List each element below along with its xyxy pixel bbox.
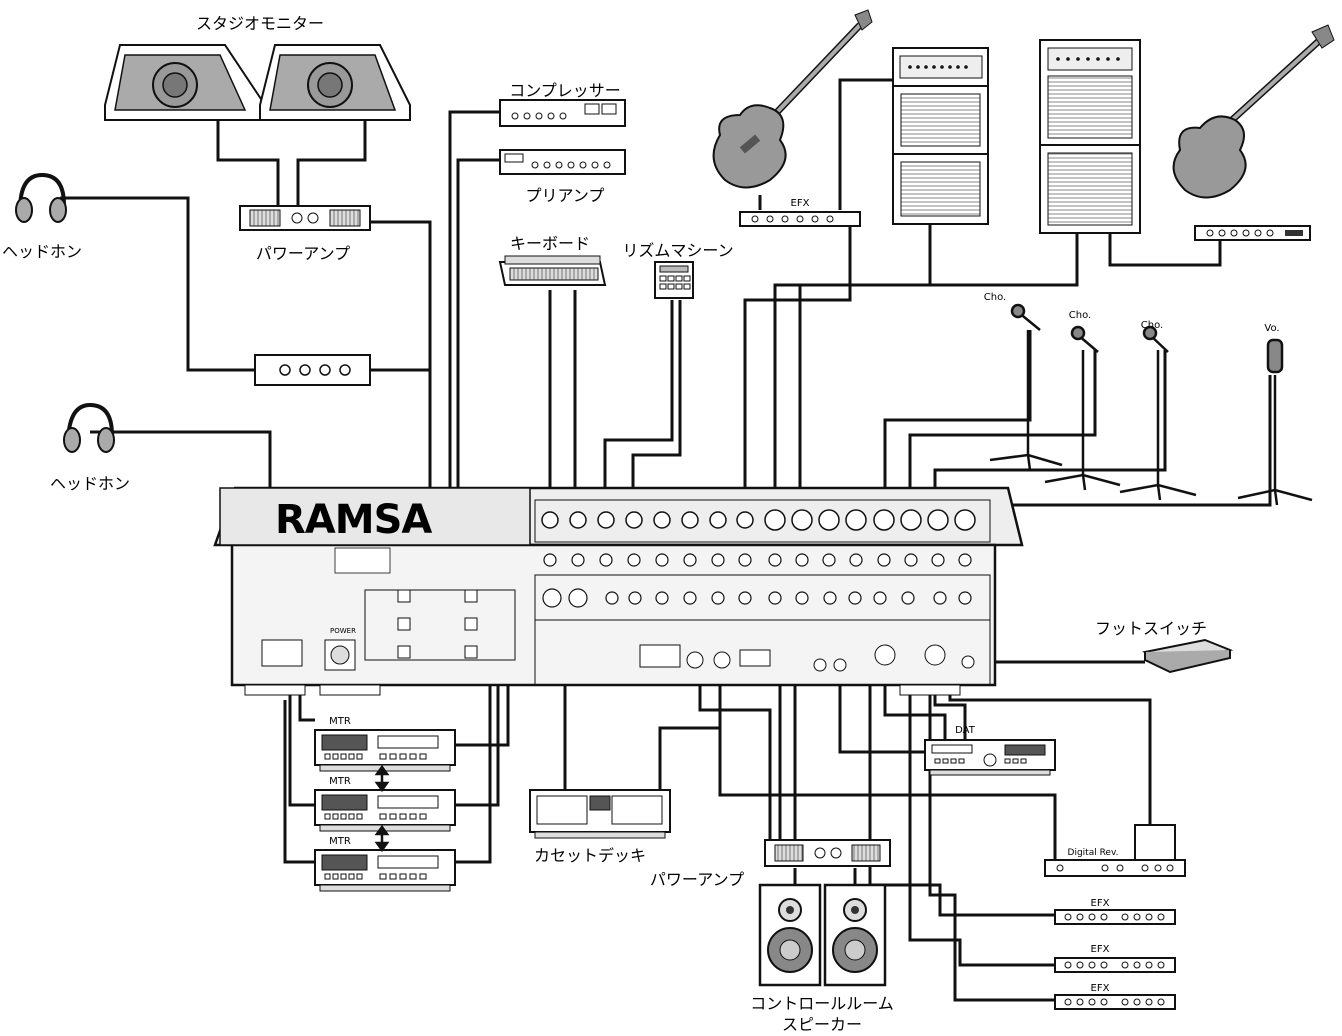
efx-unit-2	[1055, 958, 1175, 972]
efx-pedal-guitar	[740, 212, 860, 226]
headphone-label-2: ヘッドホン	[50, 470, 130, 494]
bass-efx	[1195, 226, 1310, 240]
guitar-amp-icon	[893, 48, 988, 224]
bass-amp	[1040, 40, 1140, 233]
electric-guitar-icon	[714, 10, 872, 188]
cho-label-3: Cho.	[1141, 320, 1163, 331]
microphone-icon	[1120, 327, 1196, 500]
rhythm-machine-label: リズムマシーン	[622, 237, 733, 261]
power-amp-1-label: パワーアンプ	[256, 240, 350, 264]
bass-guitar-icon	[1174, 25, 1334, 198]
efx-unit-1	[1055, 910, 1175, 924]
efx-label-1: EFX	[1091, 898, 1110, 909]
mtr-2	[315, 790, 455, 831]
microphone-icon	[990, 305, 1062, 470]
mtr-label-3: MTR	[329, 836, 351, 847]
speaker-cabinet-icon	[825, 885, 885, 985]
headphone-icon	[64, 405, 114, 452]
dat-recorder	[925, 740, 1055, 775]
efx-label-3: EFX	[1091, 983, 1110, 994]
efx-unit-3	[1055, 995, 1175, 1009]
mtr-label-1: MTR	[329, 716, 351, 727]
speaker-cabinet-icon	[760, 885, 820, 985]
footswitch-label: フットスイッチ	[1095, 615, 1207, 639]
control-room-speaker-label-2: スピーカー	[782, 1011, 862, 1035]
headphone-label-1: ヘッドホン	[2, 238, 82, 262]
power-amp-2-label: パワーアンプ	[650, 866, 744, 890]
cho-label-1: Cho.	[984, 292, 1006, 303]
power-amp-2	[765, 840, 890, 866]
cassette-deck	[530, 790, 670, 838]
studio-monitor-left	[105, 45, 265, 120]
efx-label-2: EFX	[1091, 944, 1110, 955]
microphone-icon	[1238, 340, 1312, 505]
headphone-icon	[16, 175, 66, 222]
compressor-label: コンプレッサー	[509, 77, 621, 101]
mixer-power-label: POWER	[330, 627, 356, 635]
studio-monitor-label: スタジオモニター	[196, 10, 324, 34]
vo-label: Vo.	[1264, 323, 1279, 334]
mixer-brand-logo: RAMSA	[275, 498, 431, 542]
footswitch-icon	[1145, 640, 1230, 672]
mtr-1	[315, 730, 455, 771]
rhythm-machine	[655, 262, 693, 298]
dat-label: DAT	[955, 725, 975, 736]
preamp-label: プリアンプ	[526, 182, 605, 206]
keyboard-label: キーボード	[510, 230, 590, 254]
cassette-deck-label: カセットデッキ	[534, 842, 646, 866]
compressor	[500, 100, 625, 126]
cho-label-2: Cho.	[1069, 310, 1091, 321]
mtr-label-2: MTR	[329, 776, 351, 787]
microphone-icon	[1045, 327, 1120, 490]
keyboard	[500, 256, 605, 285]
mtr-3	[315, 850, 455, 891]
preamp	[500, 150, 625, 174]
power-amp-1	[240, 206, 370, 230]
digital-rev-label: Digital Rev.	[1068, 848, 1119, 858]
efx-guitar-label: EFX	[791, 198, 810, 209]
studio-monitor-right	[260, 45, 410, 120]
headphone-distribution-box	[255, 355, 370, 385]
